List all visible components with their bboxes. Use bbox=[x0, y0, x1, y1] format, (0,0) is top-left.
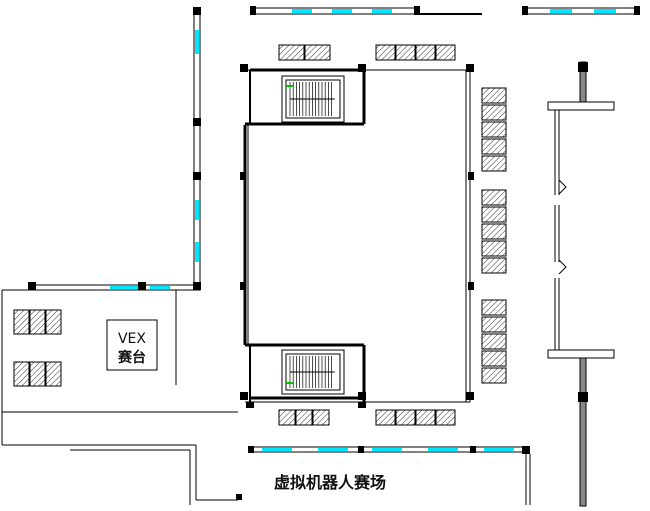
table bbox=[481, 257, 507, 274]
arena-tables-right bbox=[481, 87, 507, 384]
table bbox=[395, 409, 416, 426]
table bbox=[278, 409, 296, 426]
table bbox=[45, 361, 62, 387]
central-arena bbox=[240, 64, 474, 408]
table bbox=[395, 44, 416, 61]
bottom-window-strip bbox=[248, 446, 531, 505]
table bbox=[481, 138, 507, 155]
table bbox=[435, 409, 456, 426]
table bbox=[295, 409, 313, 426]
table bbox=[481, 299, 507, 316]
table bbox=[375, 44, 396, 61]
table bbox=[29, 361, 46, 387]
left-vertical-wall bbox=[193, 7, 201, 291]
table bbox=[481, 206, 507, 223]
table bbox=[481, 316, 507, 333]
table bbox=[481, 223, 507, 240]
table bbox=[481, 104, 507, 121]
table bbox=[278, 44, 305, 61]
table bbox=[304, 44, 331, 61]
table bbox=[481, 87, 507, 104]
lower-staircase bbox=[281, 349, 345, 395]
right-corridor bbox=[547, 61, 615, 507]
top-window-strip-2 bbox=[522, 6, 640, 15]
stage-room-tables-lower bbox=[13, 361, 62, 387]
upper-staircase bbox=[281, 75, 345, 123]
top-window-strip-1 bbox=[250, 6, 482, 15]
table bbox=[312, 409, 330, 426]
vex-stage-label-line1: VEX bbox=[118, 331, 146, 347]
table bbox=[415, 44, 436, 61]
table bbox=[375, 409, 396, 426]
table bbox=[29, 309, 46, 335]
table bbox=[481, 240, 507, 257]
stage-room bbox=[1, 289, 242, 505]
table bbox=[481, 367, 507, 384]
table bbox=[415, 409, 436, 426]
table bbox=[13, 361, 30, 387]
table bbox=[45, 309, 62, 335]
arena-tables-bottom bbox=[278, 409, 456, 426]
table bbox=[481, 189, 507, 206]
table bbox=[13, 309, 30, 335]
table bbox=[481, 350, 507, 367]
vex-stage-box: VEX 赛台 bbox=[106, 319, 158, 371]
virtual-robot-arena-label: 虚拟机器人赛场 bbox=[274, 473, 386, 492]
table bbox=[481, 121, 507, 138]
table bbox=[435, 44, 456, 61]
arena-tables-top bbox=[278, 44, 456, 61]
table bbox=[481, 333, 507, 350]
stage-room-tables-upper bbox=[13, 309, 62, 335]
vex-stage-label-line2: 赛台 bbox=[117, 349, 146, 366]
table bbox=[481, 155, 507, 172]
stage-room-top-wall bbox=[28, 282, 199, 291]
